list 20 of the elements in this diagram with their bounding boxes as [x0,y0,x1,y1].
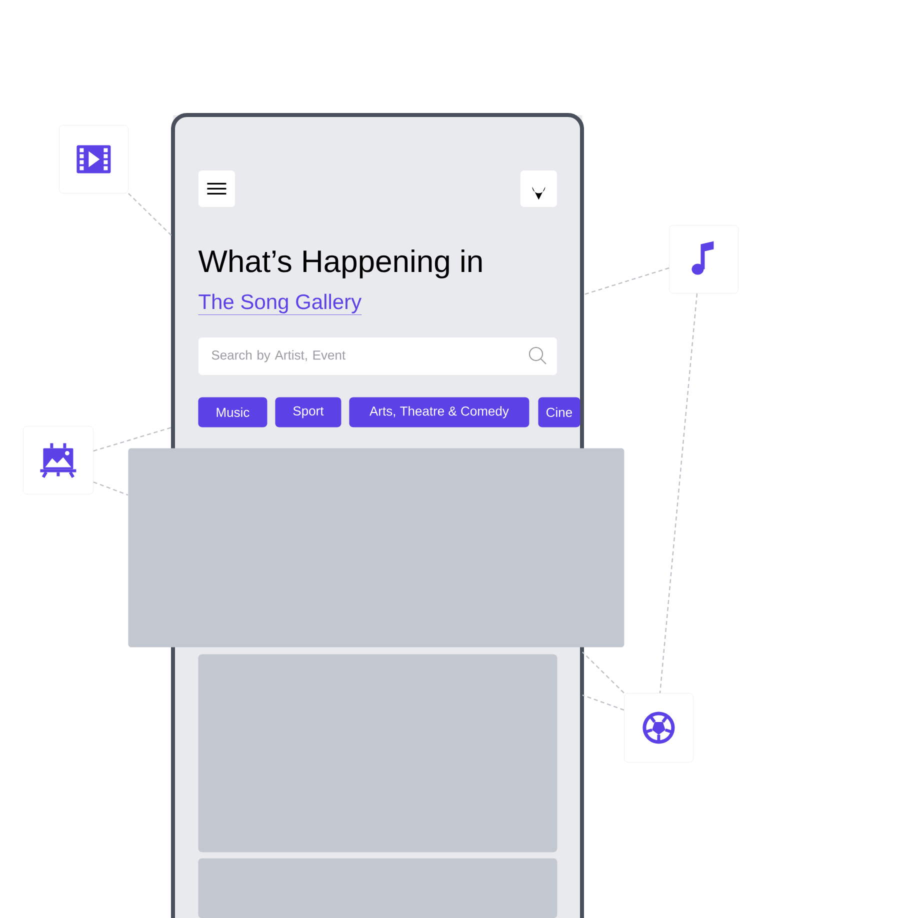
icon-card [669,225,738,294]
connector-line [582,694,624,711]
location-button [520,170,558,208]
connector-line [93,426,174,452]
menu-button [198,170,236,208]
connector-line [582,652,624,694]
connector-line [659,293,698,694]
link: The Song Gallery [198,294,362,315]
event-card-placeholder [198,654,558,852]
heading: What’s Happening in [198,250,482,278]
connector-line [128,192,174,238]
category-chip: Cine [538,397,580,428]
connector-line [582,267,670,296]
search-field: Search by Artist, Event [198,337,558,376]
category-chip: Sport [275,397,342,428]
category-chip: Arts, Theatre & Comedy [349,397,530,428]
image-placeholder [128,448,624,648]
connector-line [93,481,128,496]
category-chip: Music [198,397,268,428]
event-card-placeholder [198,858,558,918]
